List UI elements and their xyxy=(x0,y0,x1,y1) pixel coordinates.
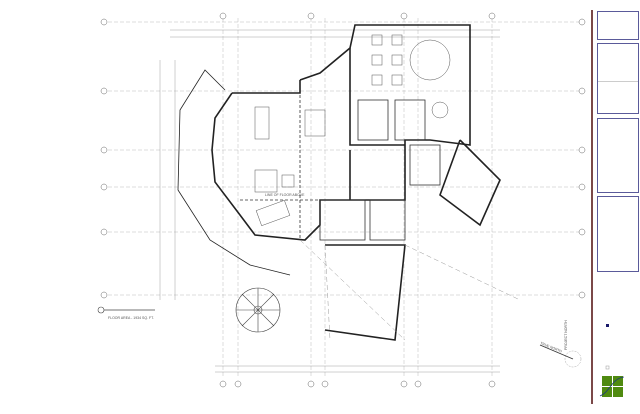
title-block-box-3 xyxy=(597,118,639,193)
title-block-box-2 xyxy=(597,43,639,114)
line-of-floor-above-label: LINE OF FLOOR ABOVE xyxy=(265,193,305,197)
north-arrow: TRUE NORTH PROJECT NORTH xyxy=(540,320,582,368)
company-logo xyxy=(599,376,625,397)
walls xyxy=(177,24,501,341)
furniture xyxy=(254,34,451,226)
marker-dot xyxy=(606,324,609,327)
dimension-lines xyxy=(159,29,500,373)
true-north-label: TRUE NORTH xyxy=(540,341,563,353)
grid-lines xyxy=(108,18,585,378)
title-block-box-1 xyxy=(597,11,639,40)
floor-area-label: FLOOR AREA - 1934 SQ. FT. xyxy=(108,316,154,320)
project-north-label: PROJECT NORTH xyxy=(564,320,568,350)
marker-square xyxy=(605,365,610,370)
floor-above-lines xyxy=(299,239,521,341)
floor-area-callout: FLOOR AREA - 1934 SQ. FT. xyxy=(97,306,155,320)
title-block-box-4 xyxy=(597,196,639,272)
interior-walls xyxy=(240,95,441,241)
grid-bubbles xyxy=(100,12,586,388)
spiral-stair xyxy=(235,287,281,333)
